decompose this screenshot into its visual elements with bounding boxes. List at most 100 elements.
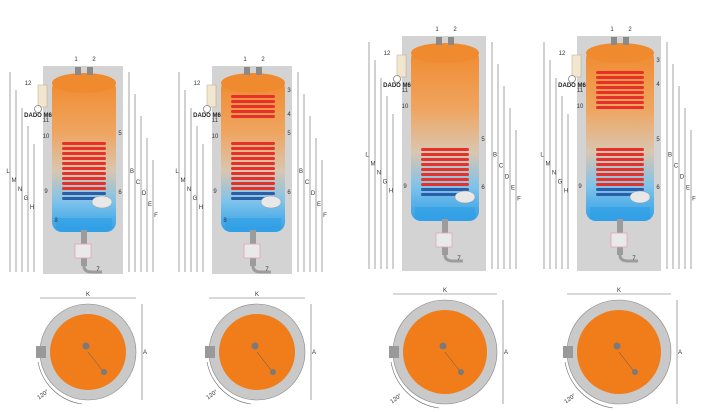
dim-label-D: D <box>505 175 510 181</box>
callout-10: 10 <box>212 134 219 140</box>
callout-1: 1 <box>610 27 614 33</box>
coil-turn <box>231 192 275 195</box>
inspection-flange <box>260 195 282 209</box>
drain-connection <box>632 369 638 375</box>
drain-elbow <box>443 254 463 263</box>
coil-turn <box>62 172 106 175</box>
coil-turn <box>421 153 469 156</box>
angle-label: 120° <box>564 393 578 405</box>
thermostat-pocket <box>396 54 407 78</box>
tank-dome <box>586 43 654 63</box>
dim-label-K: K <box>617 288 621 294</box>
callout-11: 11 <box>402 88 409 94</box>
connection-1 <box>244 67 250 75</box>
callout-2: 2 <box>628 27 632 33</box>
gauge-icon <box>34 105 42 113</box>
thermostat-pocket <box>37 84 48 108</box>
radius-line <box>87 351 103 371</box>
callout-7: 7 <box>265 267 269 273</box>
dim-label-C: C <box>136 180 141 186</box>
side-flange <box>205 346 215 358</box>
dado-label: DADO M6 <box>558 83 586 89</box>
angle-arc <box>206 361 252 405</box>
top-connection <box>251 342 259 350</box>
dim-label-F: F <box>692 197 696 203</box>
callout-2: 2 <box>92 57 96 63</box>
callout-1: 1 <box>435 27 439 33</box>
dim-label-E: E <box>317 202 321 208</box>
dim-label-M: M <box>546 162 551 168</box>
upper-coil <box>596 71 644 109</box>
connection-2 <box>448 37 454 45</box>
dim-label-C: C <box>674 164 679 170</box>
coil-turn <box>62 152 106 155</box>
angle-label: 120° <box>390 393 404 405</box>
coil-turn <box>231 172 275 175</box>
upper-coil <box>231 95 275 118</box>
gauge-icon <box>393 75 401 83</box>
coil-turn <box>231 167 275 170</box>
callout-9: 9 <box>213 189 217 195</box>
dim-label-N: N <box>552 171 556 177</box>
angle-label: 120° <box>206 389 220 401</box>
dim-label-E: E <box>148 202 152 208</box>
angle-label: 120° <box>37 389 51 401</box>
callout-7: 7 <box>457 256 461 262</box>
callout-8: 8 <box>223 218 227 224</box>
side-flange <box>563 346 573 358</box>
top-connection <box>82 342 90 350</box>
callout-12: 12 <box>25 81 32 87</box>
connection-2 <box>623 37 629 45</box>
coil-turn <box>421 163 469 166</box>
dim-label-K: K <box>255 292 259 298</box>
tank-dome <box>411 43 479 63</box>
gauge-icon <box>568 75 576 83</box>
top-connection <box>613 342 621 350</box>
dim-label-L: L <box>6 169 10 175</box>
cold-zone <box>225 218 281 230</box>
drain-connection <box>270 369 276 375</box>
callout-5: 5 <box>656 137 660 143</box>
coil-turn <box>596 163 644 166</box>
coil-turn <box>596 81 644 84</box>
dado-label: DADO M6 <box>383 83 411 89</box>
callout-8: 8 <box>54 218 58 224</box>
dim-label-A: A <box>312 350 316 356</box>
coil-turn <box>596 148 644 151</box>
dim-label-G: G <box>193 196 198 202</box>
dim-label-G: G <box>558 180 563 186</box>
coil-turn <box>62 142 106 145</box>
cold-zone <box>590 207 650 219</box>
coil-turn <box>231 152 275 155</box>
coil-turn <box>596 168 644 171</box>
coil-turn <box>596 188 644 191</box>
callout-10: 10 <box>402 104 409 110</box>
coil-turn <box>421 168 469 171</box>
dim-label-B: B <box>299 169 303 175</box>
anode-unit <box>610 232 628 248</box>
drain-elbow <box>618 254 638 263</box>
top-connection <box>439 342 447 350</box>
dim-label-H: H <box>564 189 568 195</box>
callout-3: 3 <box>656 58 660 64</box>
dim-label-A: A <box>504 350 508 356</box>
coil-turn <box>231 110 275 113</box>
lower-coil <box>421 148 469 196</box>
callout-11: 11 <box>43 118 50 124</box>
coil-turn <box>421 183 469 186</box>
dado-label: DADO M6 <box>24 113 52 119</box>
coil-turn <box>62 187 106 190</box>
coil-turn <box>596 158 644 161</box>
connection-1 <box>75 67 81 75</box>
dado-label: DADO M6 <box>193 113 221 119</box>
dim-label-G: G <box>24 196 29 202</box>
coil-turn <box>231 105 275 108</box>
callout-5: 5 <box>287 131 291 137</box>
callout-9: 9 <box>44 189 48 195</box>
drain-elbow <box>251 265 271 274</box>
